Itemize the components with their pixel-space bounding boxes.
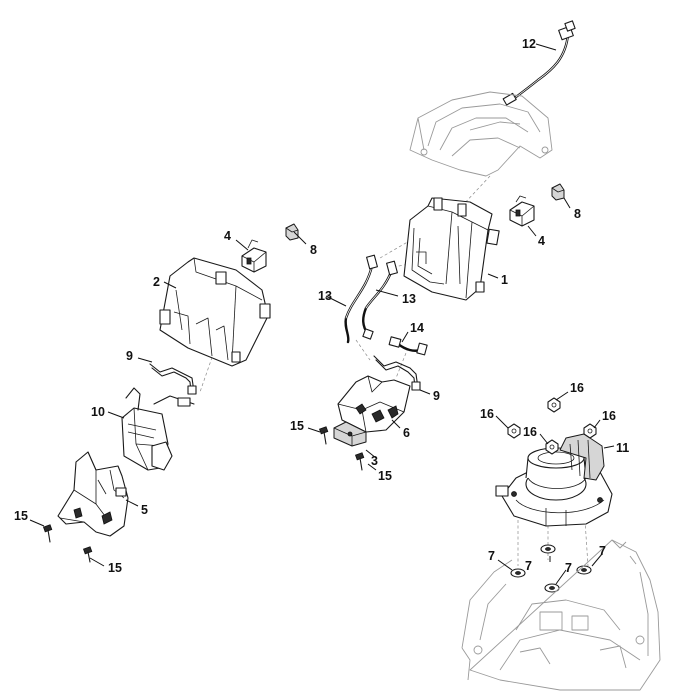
part-4-switch-right[interactable] [509,195,535,227]
phantom-base-deck [461,539,661,691]
label-14[interactable]: 14 [410,321,424,335]
part-16-nut-c[interactable] [545,439,559,455]
label-4-left[interactable]: 4 [224,229,231,243]
part-10-electronics-module[interactable] [121,387,195,471]
part-2-housing-half[interactable] [159,257,271,367]
part-5-cover[interactable] [57,451,129,537]
label-11[interactable]: 11 [616,441,629,455]
part-7-damper-d[interactable] [544,583,560,593]
part-4-switch-left[interactable] [241,239,267,273]
label-6[interactable]: 6 [403,426,410,440]
phantom-housing-top [409,91,553,177]
part-3-clamp[interactable] [333,421,367,447]
label-1[interactable]: 1 [501,273,508,287]
label-13-left[interactable]: 13 [318,289,332,303]
part-16-nut-d[interactable] [583,423,597,439]
part-16-nut-a[interactable] [547,397,561,413]
label-9-left[interactable]: 9 [126,349,133,363]
label-16-c[interactable]: 16 [523,425,537,439]
label-4-right[interactable]: 4 [538,234,545,248]
label-16-b[interactable]: 16 [480,407,494,421]
label-3[interactable]: 3 [371,454,378,468]
part-15-screw-a[interactable] [318,426,329,445]
part-9-cable-left[interactable] [149,363,197,395]
part-11-motor[interactable] [495,433,613,527]
part-7-damper-a[interactable] [540,544,556,554]
part-16-nut-b[interactable] [507,423,521,439]
part-15-screw-b[interactable] [354,452,365,471]
label-12[interactable]: 12 [522,37,536,51]
label-16-a[interactable]: 16 [570,381,584,395]
label-13-right[interactable]: 13 [402,292,416,306]
part-labels: 12 4 8 2 13 13 1 8 4 14 9 9 10 6 15 3 15… [14,37,629,575]
part-13-cable-left[interactable] [344,254,378,344]
part-13-cable-right[interactable] [362,260,398,340]
label-7-c[interactable]: 7 [565,561,572,575]
label-8-right[interactable]: 8 [574,207,581,221]
label-16-d[interactable]: 16 [602,409,616,423]
label-15-c[interactable]: 15 [14,509,28,523]
part-14-cable[interactable] [388,336,428,356]
leader-lines [29,43,615,585]
part-7-damper-b[interactable] [510,568,526,578]
part-9-cable-right[interactable] [373,355,421,391]
label-7-a[interactable]: 7 [488,549,495,563]
part-12-cable-harness[interactable] [502,20,576,106]
label-15-d[interactable]: 15 [108,561,122,575]
label-9-right[interactable]: 9 [433,389,440,403]
label-15-a[interactable]: 15 [290,419,304,433]
label-7-d[interactable]: 7 [599,544,606,558]
part-8-spring-left[interactable] [285,223,299,241]
label-7-b[interactable]: 7 [525,559,532,573]
label-5[interactable]: 5 [141,503,148,517]
label-10[interactable]: 10 [91,405,105,419]
label-8-left[interactable]: 8 [310,243,317,257]
assembly-axis-lines [199,175,589,567]
part-8-spring-right[interactable] [551,183,565,201]
part-1-housing-half[interactable] [403,197,500,301]
part-15-screw-d[interactable] [82,546,93,563]
label-2[interactable]: 2 [153,275,160,289]
part-15-screw-c[interactable] [42,524,53,543]
label-15-b[interactable]: 15 [378,469,392,483]
